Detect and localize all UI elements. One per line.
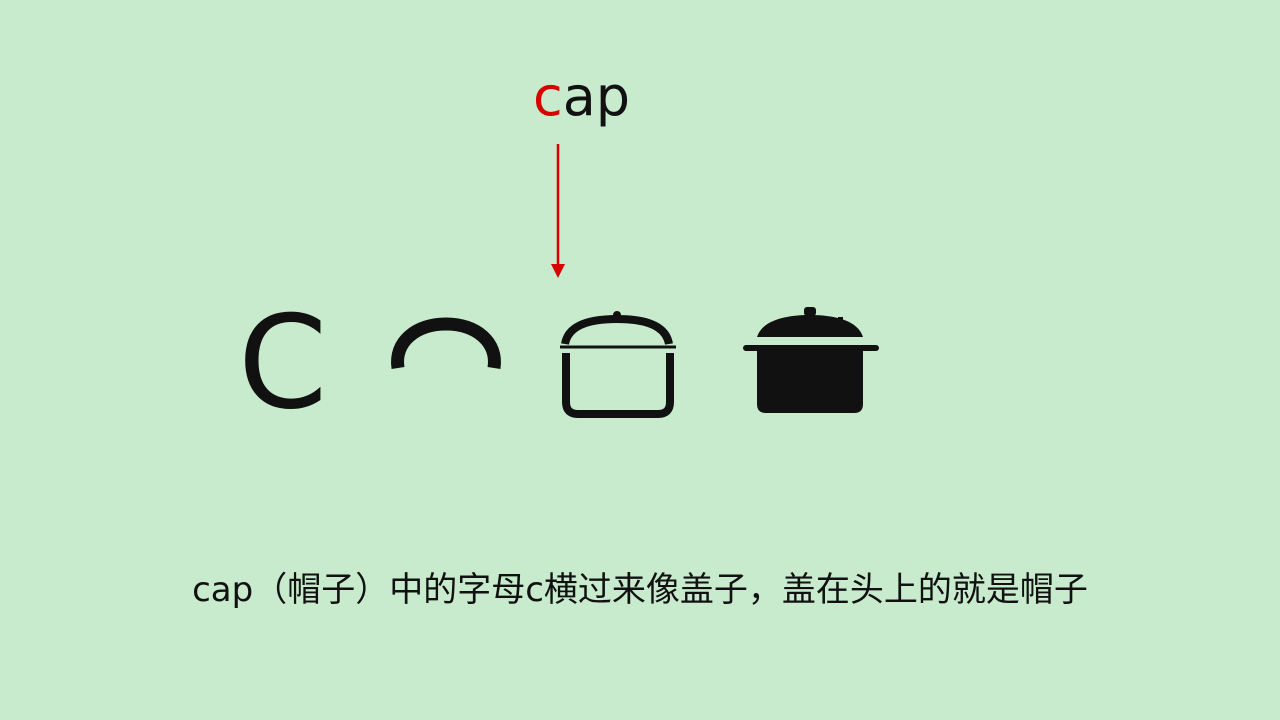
arc-lid-icon bbox=[391, 317, 501, 369]
stage-letter-c: C bbox=[238, 289, 328, 438]
title-word: cap bbox=[533, 70, 630, 124]
pot-outline-icon bbox=[560, 311, 676, 418]
cooking-pot-icon bbox=[743, 307, 879, 413]
down-arrow-icon bbox=[551, 144, 565, 278]
highlighted-letter: c bbox=[533, 65, 563, 128]
word-rest: ap bbox=[562, 65, 631, 128]
caption-text: cap（帽子）中的字母c横过来像盖子，盖在头上的就是帽子 bbox=[192, 570, 1088, 610]
